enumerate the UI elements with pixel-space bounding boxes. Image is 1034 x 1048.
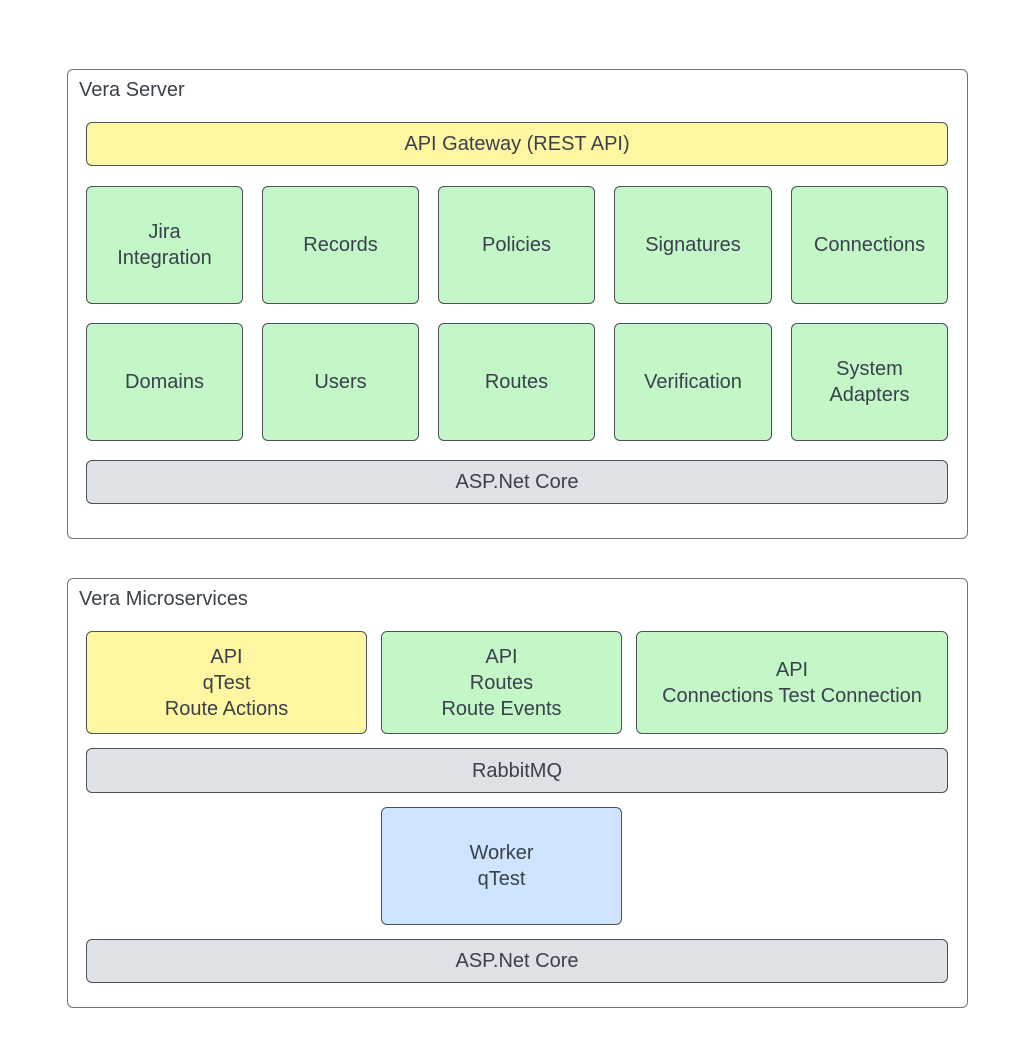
- module-label-line: Adapters: [829, 384, 910, 406]
- worker-qtest-box: Worker qTest: [381, 807, 622, 925]
- rabbitmq-box: RabbitMQ: [86, 748, 948, 793]
- api-gateway-box: API Gateway (REST API): [86, 122, 948, 166]
- microservices-platform-label: ASP.Net Core: [455, 950, 579, 972]
- module-label: Routes: [484, 371, 549, 393]
- microservices-platform-box: ASP.Net Core: [86, 939, 948, 983]
- module-policies: Policies: [438, 186, 595, 304]
- module-routes: Routes: [438, 323, 595, 441]
- vera-microservices-title: Vera Microservices: [79, 588, 248, 610]
- api-label-line: Connections Test Connection: [662, 684, 922, 707]
- module-label: Verification: [644, 371, 742, 393]
- api-gateway-label: API Gateway (REST API): [404, 133, 630, 155]
- module-jira-integration: Jira Integration: [86, 186, 243, 304]
- worker-label-line: qTest: [477, 868, 526, 890]
- api-qtest-box: API qTest Route Actions: [86, 631, 367, 734]
- module-users: Users: [262, 323, 419, 441]
- module-verification: Verification: [614, 323, 772, 441]
- server-platform-box: ASP.Net Core: [86, 460, 948, 504]
- api-label-line: API: [210, 645, 243, 668]
- module-label: Records: [303, 234, 378, 256]
- module-label-line: System: [836, 358, 903, 380]
- api-label-line: API: [485, 645, 518, 668]
- api-label-line: Routes: [469, 671, 534, 694]
- module-label: Connections: [813, 234, 926, 256]
- rabbitmq-label: RabbitMQ: [471, 759, 563, 782]
- api-label-line: API: [775, 658, 809, 681]
- module-label: Users: [314, 371, 367, 393]
- worker-label-line: Worker: [469, 842, 534, 864]
- api-label-line: Route Events: [441, 697, 562, 720]
- module-domains: Domains: [86, 323, 243, 441]
- module-label: Domains: [125, 371, 204, 393]
- module-signatures: Signatures: [614, 186, 772, 304]
- module-connections: Connections: [791, 186, 948, 304]
- module-label-line: Jira: [148, 221, 181, 243]
- module-records: Records: [262, 186, 419, 304]
- module-label: Signatures: [645, 234, 741, 256]
- server-platform-label: ASP.Net Core: [455, 471, 579, 493]
- module-label: Policies: [482, 234, 551, 256]
- api-label-line: qTest: [202, 671, 251, 694]
- module-label-line: Integration: [117, 247, 212, 269]
- vera-server-title: Vera Server: [79, 79, 185, 101]
- api-label-line: Route Actions: [164, 697, 289, 720]
- module-system-adapters: System Adapters: [791, 323, 948, 441]
- api-routes-box: API Routes Route Events: [381, 631, 622, 734]
- api-connections-box: API Connections Test Connection: [636, 631, 948, 734]
